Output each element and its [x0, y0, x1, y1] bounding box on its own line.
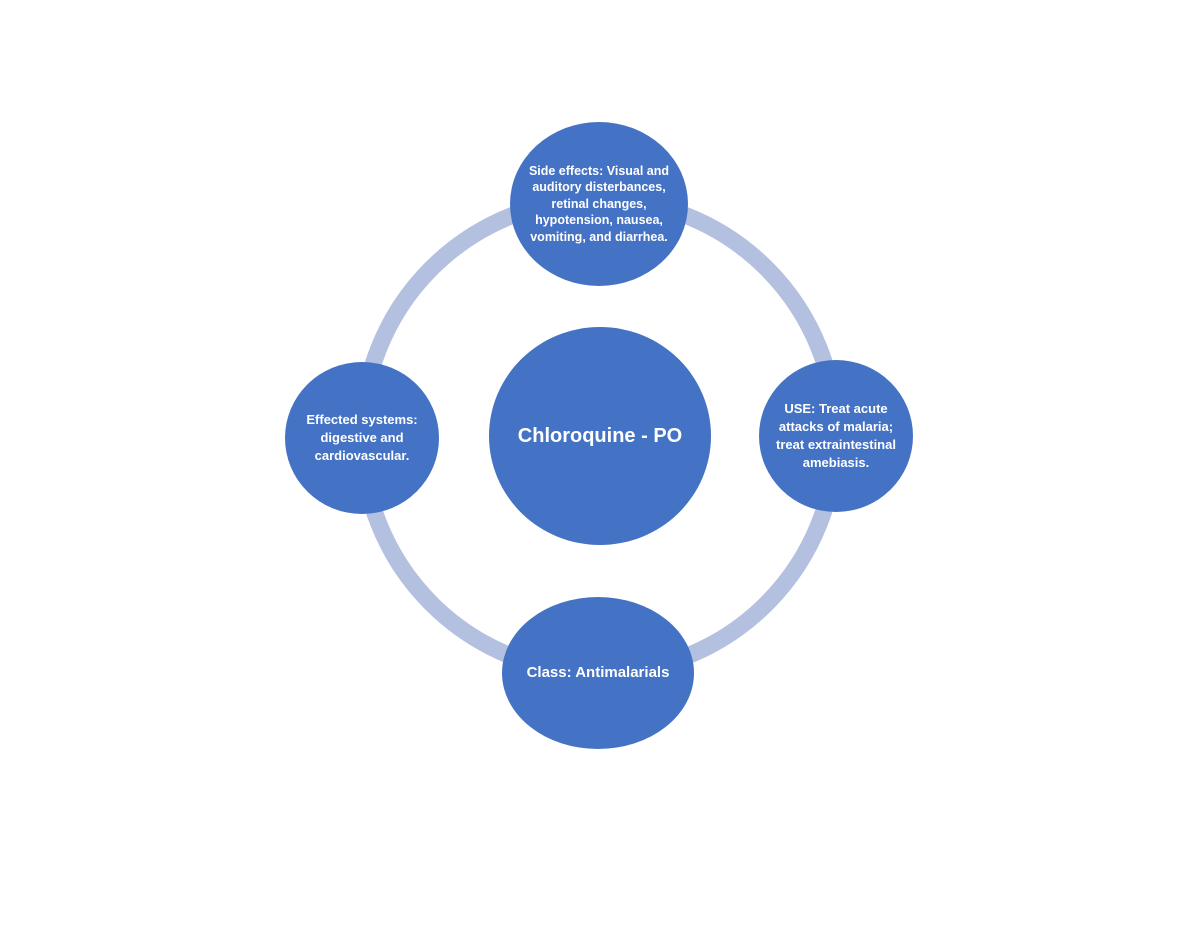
node-side-effects-label: Side effects: Visual and auditory dister…: [528, 163, 670, 244]
node-center-drug-label: Chloroquine - PO: [517, 425, 683, 447]
node-effected-systems: Effected systems: digestive and cardiova…: [285, 362, 439, 514]
node-class: Class: Antimalarials: [502, 597, 694, 749]
node-side-effects: Side effects: Visual and auditory dister…: [510, 122, 688, 286]
node-use: USE: Treat acute attacks of malaria; tre…: [759, 360, 913, 512]
node-class-label: Class: Antimalarials: [526, 664, 670, 681]
node-effected-systems-label: Effected systems: digestive and cardiova…: [306, 412, 418, 463]
node-use-label: USE: Treat acute attacks of malaria; tre…: [776, 401, 896, 470]
node-center-drug: Chloroquine - PO: [489, 327, 711, 545]
